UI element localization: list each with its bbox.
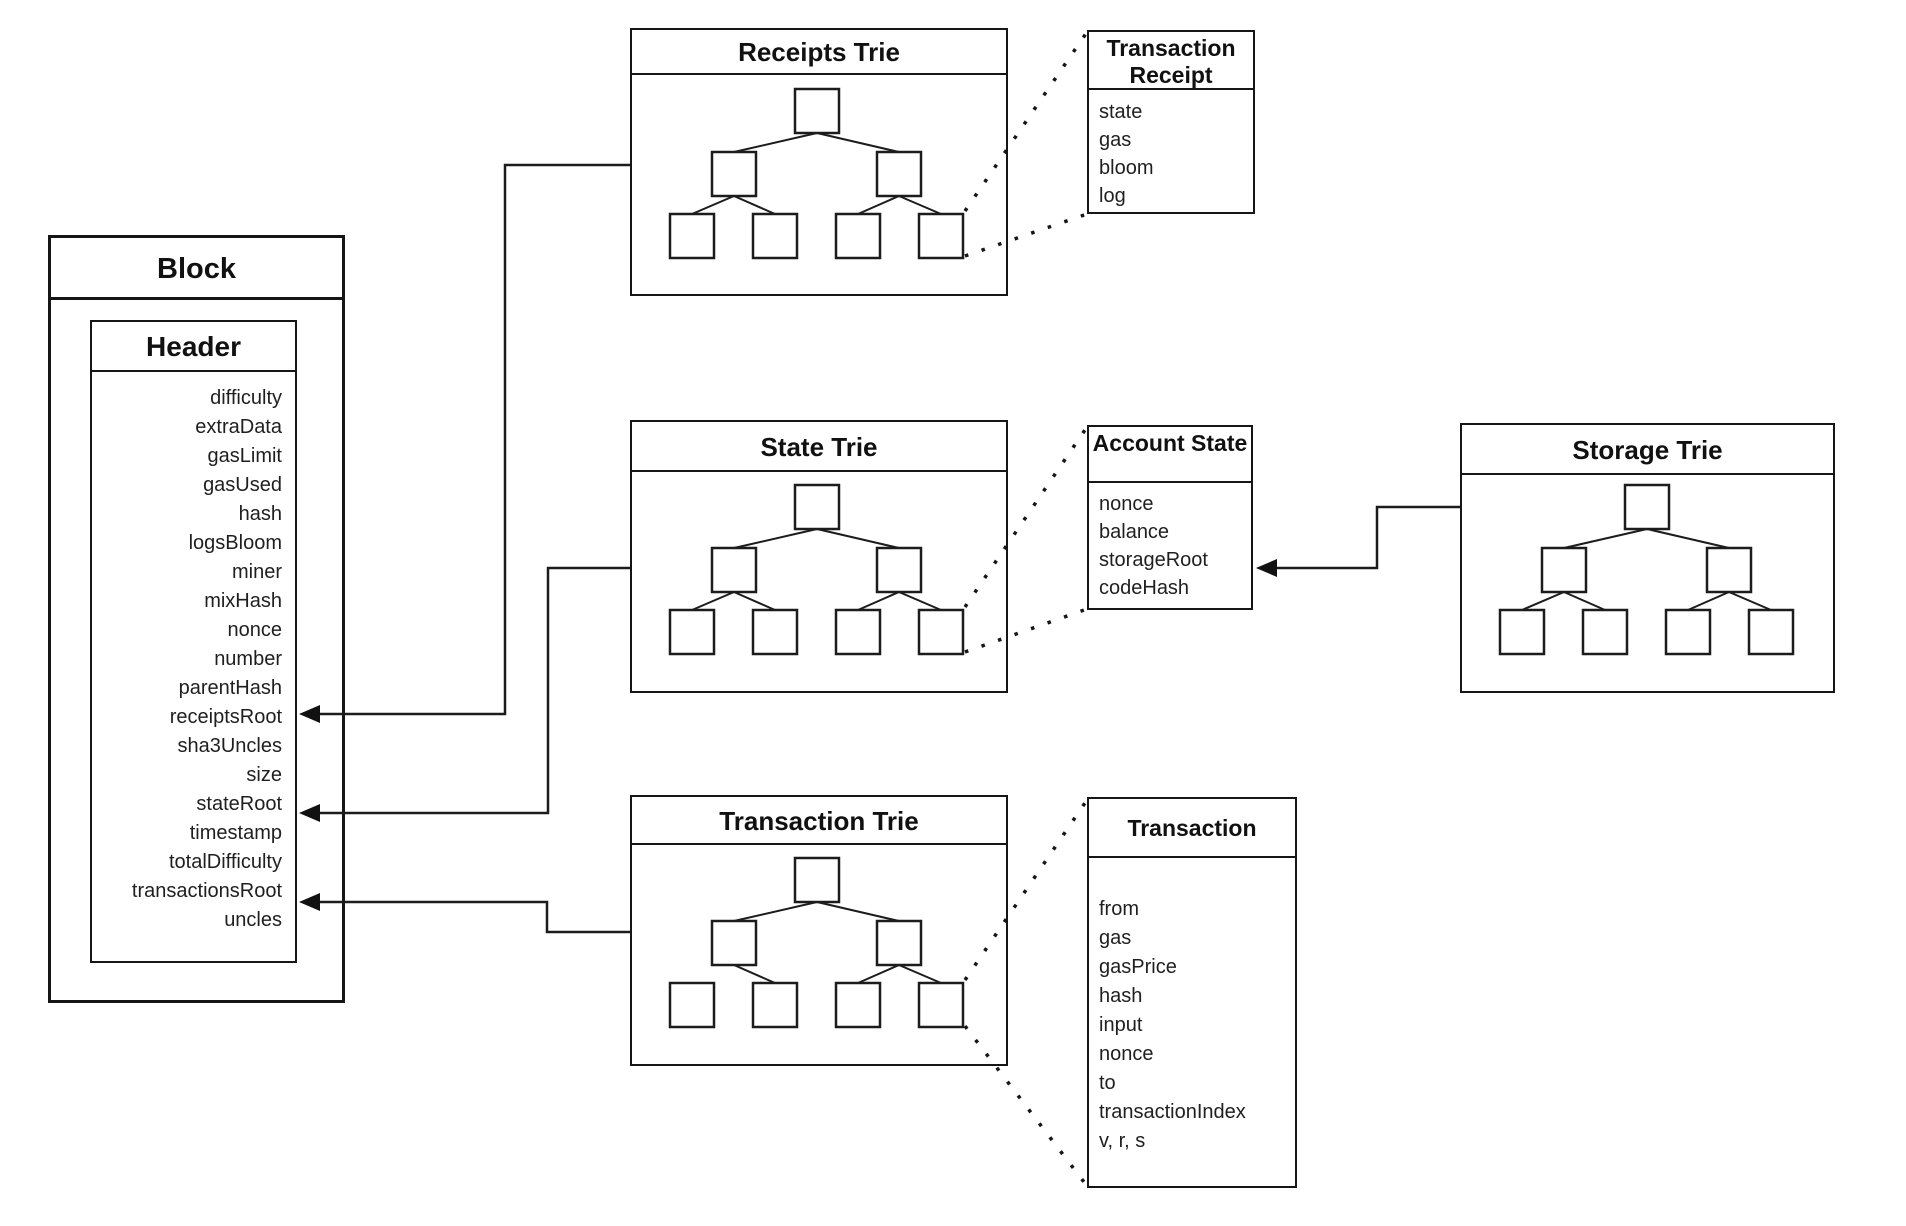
header-field: receiptsRoot: [169, 706, 282, 728]
transaction-trie-box: Transaction Trie: [630, 795, 1008, 1066]
header-field: logsBloom: [188, 532, 282, 554]
storage-trie-box: Storage Trie: [1460, 423, 1835, 693]
transaction-field: nonce: [1099, 1043, 1154, 1065]
transaction-receipt-box: Transaction Receipt state gas bloom log: [1087, 30, 1255, 214]
account-state-field: codeHash: [1099, 577, 1190, 599]
transaction-trie-title: Transaction Trie: [632, 797, 1006, 845]
transaction-receipt-field: state: [1099, 101, 1143, 123]
state-trie-title: State Trie: [632, 422, 1006, 472]
header-field: timestamp: [189, 822, 282, 844]
header-field: miner: [231, 561, 282, 583]
header-field: totalDifficulty: [168, 851, 282, 873]
header-field: number: [214, 648, 282, 670]
receipts-trie-title: Receipts Trie: [632, 30, 1006, 75]
connector-line: [1275, 505, 1460, 570]
header-field: mixHash: [204, 590, 282, 612]
header-title: Header: [92, 322, 295, 372]
account-state-title: Account State: [1089, 427, 1251, 483]
transaction-receipt-field: log: [1099, 185, 1126, 207]
transaction-field: from: [1099, 898, 1139, 920]
receipts-trie-box: Receipts Trie: [630, 28, 1008, 296]
storage-root-connector: [1256, 505, 1460, 577]
header-field: hash: [238, 503, 282, 525]
transaction-field: gasPrice: [1099, 956, 1177, 978]
connector-line: [318, 566, 630, 815]
transaction-field: gas: [1099, 927, 1132, 949]
account-state-field: balance: [1099, 521, 1170, 543]
transaction-field: hash: [1099, 985, 1143, 1007]
header-field: stateRoot: [196, 793, 282, 815]
account-state-field-list: nonce balance storageRoot codeHash: [1089, 483, 1251, 602]
connector-line: [318, 900, 630, 934]
header-box: Header difficulty extraData gasLimit gasUse…: [90, 320, 297, 963]
account-state-field: storageRoot: [1099, 549, 1208, 571]
state-trie-box: State Trie: [630, 420, 1008, 693]
header-field: size: [246, 764, 282, 786]
header-field: transactionsRoot: [131, 880, 282, 902]
transactions-root-connector: [299, 893, 630, 934]
transaction-receipt-field-list: state gas bloom log: [1089, 90, 1253, 210]
receipts-root-connector: [299, 163, 630, 723]
header-field: difficulty: [210, 387, 282, 409]
header-field: sha3Uncles: [177, 735, 282, 757]
transaction-field: transactionIndex: [1099, 1101, 1246, 1123]
connector-line: [318, 163, 630, 716]
header-field: gasLimit: [207, 445, 282, 467]
state-root-connector: [299, 566, 630, 822]
transaction-box: Transaction from gas gasPrice hash input nonc…: [1087, 797, 1297, 1188]
account-state-field: nonce: [1099, 493, 1154, 515]
header-field: nonce: [227, 619, 283, 641]
transaction-receipt-field: bloom: [1099, 157, 1154, 179]
transaction-field-list: from gas gasPrice hash input nonce to transacti…: [1089, 858, 1295, 1156]
transaction-title: Transaction: [1089, 799, 1295, 858]
header-field: gasUsed: [203, 474, 282, 496]
header-field: parentHash: [178, 677, 282, 699]
transaction-receipt-title: Transaction Receipt: [1089, 32, 1253, 90]
account-state-box: Account State nonce balance storageRoot cod…: [1087, 425, 1253, 610]
header-field: extraData: [195, 416, 282, 438]
transaction-receipt-field: gas: [1099, 129, 1132, 151]
header-field: uncles: [224, 909, 282, 931]
header-field-list: difficulty extraData gasLimit gasUsed hash lo…: [92, 372, 295, 935]
transaction-field: input: [1099, 1014, 1143, 1036]
block-title: Block: [51, 238, 342, 300]
arrowhead-icon: [1256, 559, 1277, 577]
transaction-field: v, r, s: [1099, 1130, 1146, 1152]
storage-trie-title: Storage Trie: [1462, 425, 1833, 475]
transaction-field: to: [1099, 1072, 1116, 1094]
